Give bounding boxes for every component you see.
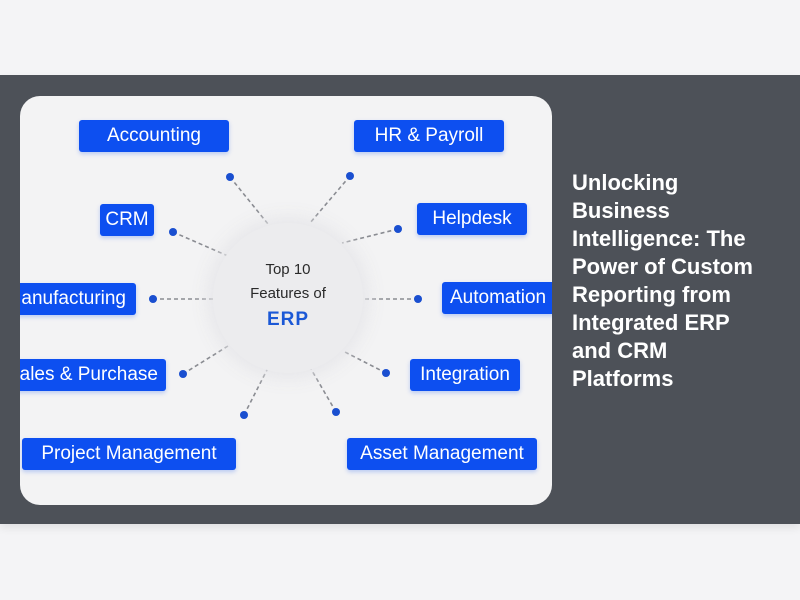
connector-dot bbox=[332, 408, 340, 416]
feature-crm: CRM bbox=[100, 204, 154, 236]
connector-accounting bbox=[229, 176, 269, 225]
connector-dot bbox=[169, 228, 177, 236]
erp-features-image: Top 10 Features of ERP Accounting HR & P… bbox=[20, 96, 552, 505]
connector-dot bbox=[382, 369, 390, 377]
connector-dot bbox=[394, 225, 402, 233]
hub-circle: Top 10 Features of ERP bbox=[213, 223, 363, 373]
feature-asset-management: Asset Management bbox=[347, 438, 537, 470]
connector-project-management bbox=[243, 363, 271, 416]
hub-title-line1: Top 10 bbox=[265, 261, 311, 278]
feature-integration: Integration bbox=[410, 359, 520, 391]
connector-helpdesk bbox=[341, 228, 399, 244]
connector-lines bbox=[153, 175, 418, 416]
feature-project-management: Project Management bbox=[22, 438, 236, 470]
connector-dot bbox=[149, 295, 157, 303]
feature-accounting: Accounting bbox=[79, 120, 229, 152]
connector-sales-purchase bbox=[182, 345, 229, 375]
connector-crm bbox=[172, 231, 229, 257]
article-title: Unlocking Business Intelligence: The Pow… bbox=[572, 170, 753, 391]
feature-hr-payroll: HR & Payroll bbox=[354, 120, 504, 152]
feature-automation: Automation bbox=[442, 282, 552, 314]
connector-dot bbox=[240, 411, 248, 419]
connector-dot bbox=[414, 295, 422, 303]
connector-asset-management bbox=[310, 368, 337, 413]
connector-dot bbox=[346, 172, 354, 180]
feature-manufacturing: Manufacturing bbox=[20, 283, 136, 315]
erp-logo: ERP bbox=[266, 309, 310, 330]
feature-sales-purchase: Sales & Purchase bbox=[20, 359, 166, 391]
connector-dot bbox=[226, 173, 234, 181]
connector-hr-payroll bbox=[309, 175, 351, 224]
hub-title-line2: Features of bbox=[250, 285, 326, 302]
feature-helpdesk: Helpdesk bbox=[417, 203, 527, 235]
connector-integration bbox=[342, 350, 387, 374]
connector-dot bbox=[179, 370, 187, 378]
